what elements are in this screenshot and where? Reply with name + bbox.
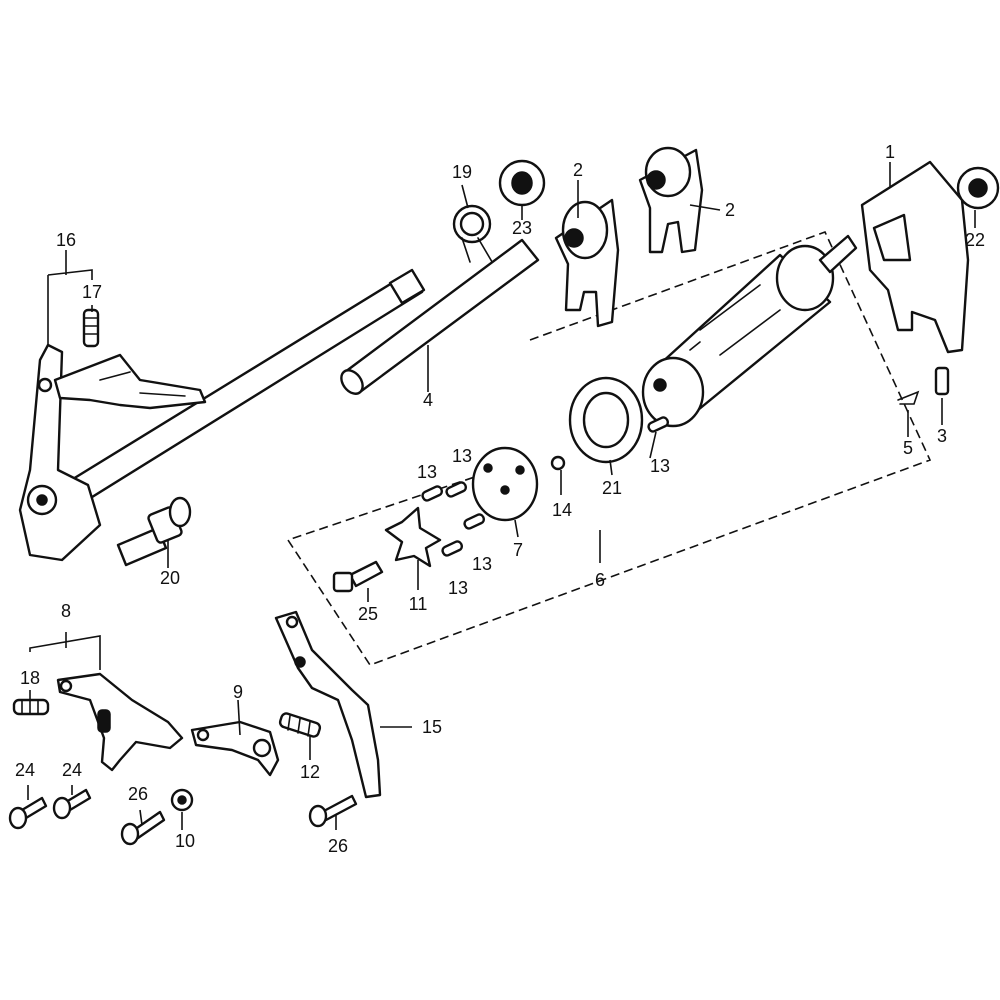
callout-21: 21 [602,478,622,498]
callout-2-right: 2 [725,200,735,220]
callout-13-e: 13 [650,456,670,476]
callout-11: 11 [409,594,428,614]
callout-4: 4 [423,390,433,410]
part-24-bolt-left [8,796,48,830]
part-16-shift-spindle [18,268,426,562]
part-7-drum-center-plate [471,446,539,522]
part-12-return-spring [278,712,322,738]
part-11-star-cam [384,506,442,568]
assembly-6-outline [286,230,932,666]
part-1-fork-housing [860,160,970,354]
part-2-shift-fork-right [638,146,704,254]
callout-15: 15 [422,717,442,737]
leader-lines [27,162,976,830]
callout-25: 25 [358,604,378,624]
callout-24-left: 24 [15,760,35,780]
callout-9: 9 [233,682,243,702]
part-26-bolt-right [308,794,358,828]
callout-18: 18 [20,668,40,688]
callout-20: 20 [160,568,180,588]
part-9-shift-plate [190,720,280,777]
part-13-pins [421,416,670,557]
callout-5: 5 [903,438,913,458]
part-14-screw [550,455,566,471]
callout-16: 16 [56,230,76,250]
shift-drum [641,234,858,428]
part-25-bolt [332,560,384,593]
part-2-shift-fork-left [554,198,620,328]
callout-6: 6 [595,570,605,590]
part-24-bolt-right [52,788,92,820]
part-20-pivot-bolt [116,496,192,567]
callout-10: 10 [175,831,195,851]
callout-13-c: 13 [472,554,492,574]
callout-22: 22 [965,230,985,250]
part-10-washer [170,788,194,812]
part-5-pin [897,390,920,405]
callout-13-b: 13 [452,446,472,466]
callout-17: 17 [82,282,102,302]
part-19-drum-stopper-spring [452,204,499,273]
callout-3: 3 [937,426,947,446]
part-22-bearing [956,166,1000,210]
part-15-shift-arm [274,610,382,799]
callout-8: 8 [61,601,71,621]
callout-14: 14 [552,500,572,520]
callout-26-left: 26 [128,784,148,804]
part-4-fork-shaft [340,238,540,395]
part-17-spring [82,308,100,348]
callout-13-a: 13 [417,462,437,482]
callout-24-right: 24 [62,760,82,780]
callout-26-right: 26 [328,836,348,856]
part-26-bolt-left [120,810,166,846]
callout-13-d: 13 [448,578,468,598]
callout-1: 1 [885,142,895,162]
callout-labels: 1 2 2 3 4 5 6 7 8 9 10 11 12 13 13 13 13… [15,142,985,856]
callout-2-left: 2 [573,160,583,180]
part-21-drum-bearing [568,376,644,464]
part-18-spring [12,698,50,716]
callout-12: 12 [300,762,320,782]
callout-23: 23 [512,218,532,238]
part-3-dowel [934,366,950,396]
part-23-bearing [498,159,546,207]
part-8-stopper-arm [56,672,184,772]
callout-19: 19 [452,162,472,182]
callout-7: 7 [513,540,523,560]
